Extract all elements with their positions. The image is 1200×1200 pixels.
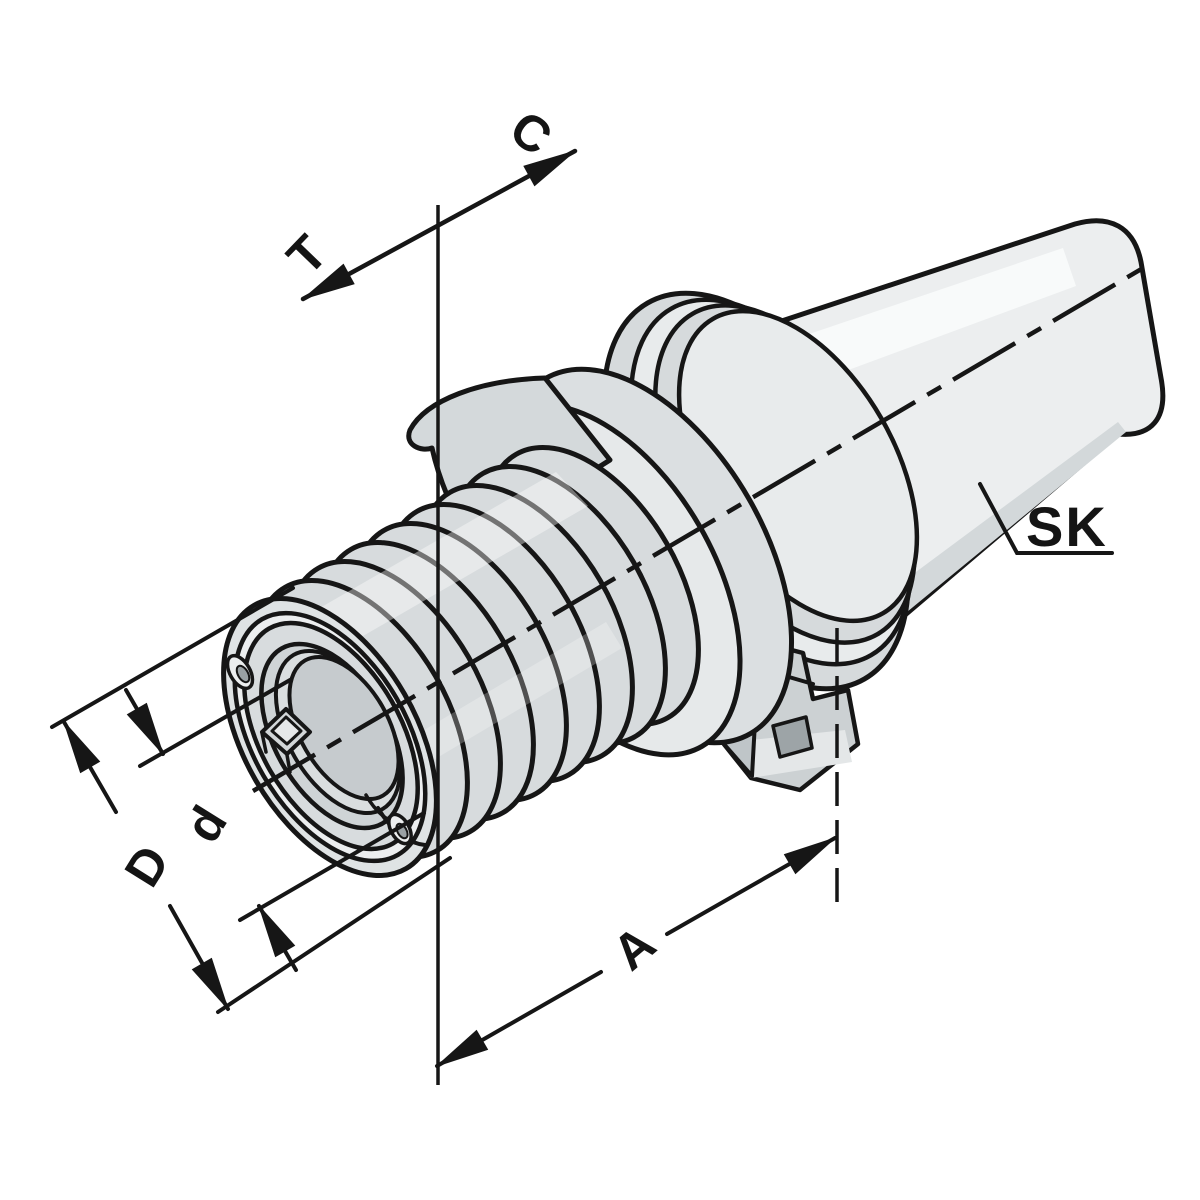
tool-holder-body	[221, 218, 1166, 878]
arrowhead-d-outer-bottom	[191, 957, 229, 1010]
ct-adjustment-arrow	[300, 148, 578, 302]
label-taper-sk: SK	[1026, 495, 1108, 558]
dimension-d-outer	[50, 586, 452, 1014]
label-outer-diameter-d: D	[114, 836, 181, 896]
label-bore-diameter-d: d	[174, 796, 238, 852]
center-axis-line	[251, 262, 1152, 793]
square-drive-socket	[260, 707, 312, 774]
arrowhead-d-bore-bottom	[258, 905, 296, 958]
front-face-hole-upper	[225, 653, 255, 691]
dimension-d-bore	[124, 678, 426, 972]
arrowhead-a-left	[436, 1029, 489, 1067]
label-tension-t: T	[276, 225, 338, 286]
dimension-annotations	[50, 148, 1114, 1068]
arrowhead-d-bore-top	[126, 702, 164, 755]
arrowhead-c	[523, 150, 576, 187]
arrowhead-a-right	[783, 837, 836, 875]
label-length-a: A	[602, 915, 666, 981]
arrowhead-t	[302, 263, 355, 300]
dimension-a-length	[435, 836, 837, 1068]
nose-front-face	[221, 596, 439, 878]
label-compression-c: C	[500, 100, 562, 167]
reference-lines	[251, 205, 1152, 1085]
arrowhead-d-outer-top	[63, 721, 101, 774]
sk-leader-line	[978, 482, 1114, 555]
